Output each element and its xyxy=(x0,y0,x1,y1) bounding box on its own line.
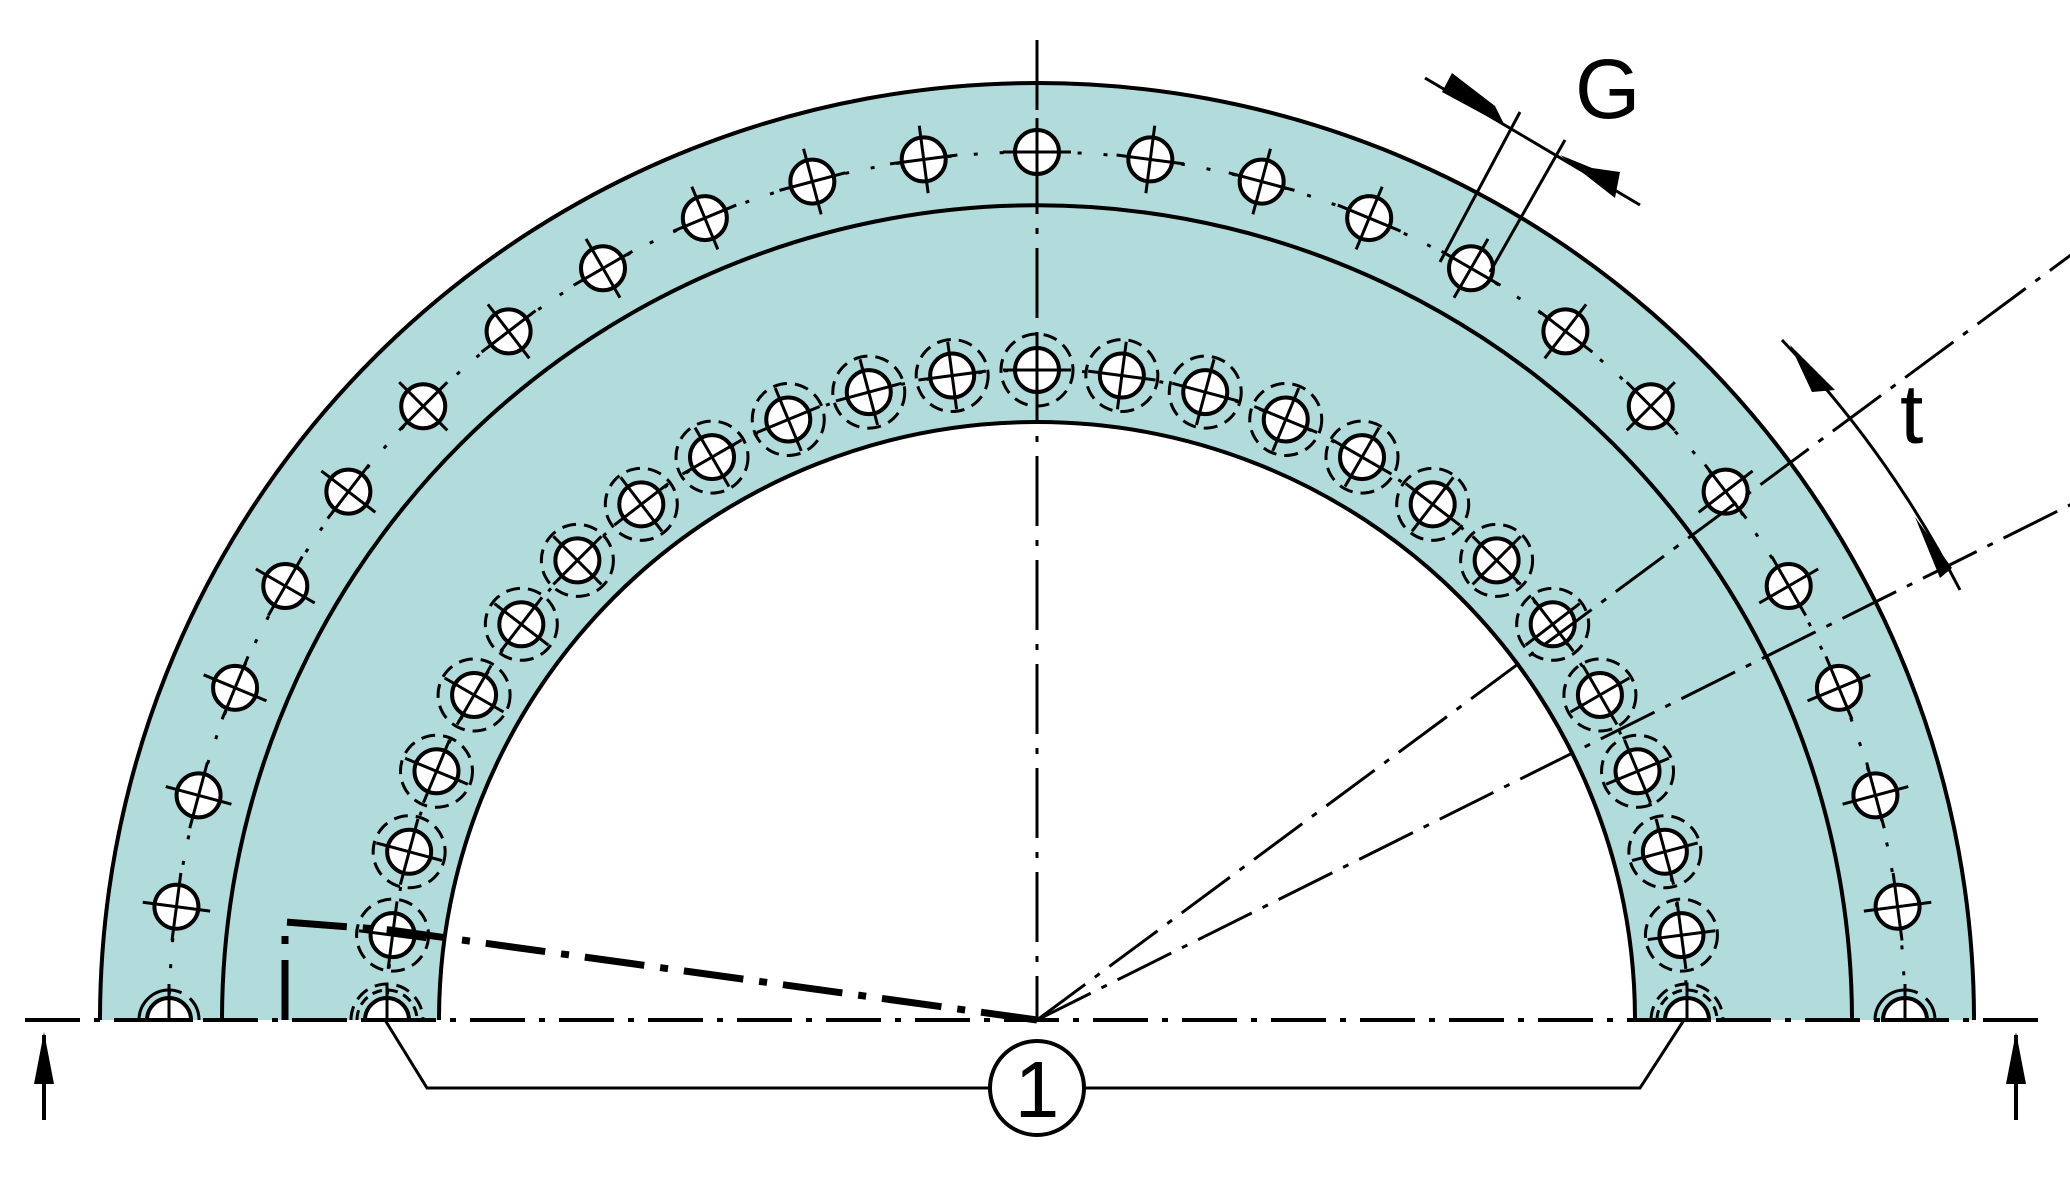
bolt-hole xyxy=(1758,555,1819,617)
callout-1: 1 xyxy=(988,1039,1086,1137)
bolt-hole xyxy=(1842,762,1909,829)
bolt-hole xyxy=(1600,733,1676,809)
bolt-hole xyxy=(203,655,268,720)
bolt-hole xyxy=(1806,655,1871,720)
bolt-hole xyxy=(1863,872,1932,941)
bolt-hole xyxy=(1562,657,1638,733)
bolt-hole xyxy=(603,466,679,542)
dimensions xyxy=(34,73,2026,1120)
bolt-hole xyxy=(480,303,537,360)
bolt-hole xyxy=(355,897,431,973)
bolt-hole xyxy=(1649,982,1725,1022)
bolt-hole xyxy=(672,186,737,251)
bolt-hole xyxy=(1643,897,1719,973)
bolt-hole xyxy=(398,381,449,432)
bolt-hole xyxy=(914,338,990,414)
centerlines xyxy=(25,40,2070,1024)
bolt-hole xyxy=(1395,466,1471,542)
bolt-hole xyxy=(539,522,615,598)
bolt-hole xyxy=(165,762,232,829)
bolt-hole xyxy=(572,238,634,299)
bolt-hole xyxy=(750,381,826,457)
bolt-hole xyxy=(779,148,846,215)
bolt-hole xyxy=(1324,419,1400,495)
bolt-hole xyxy=(1697,463,1754,520)
bolt-hole xyxy=(1537,303,1594,360)
bolt-hole xyxy=(1337,186,1402,251)
bolt-hole xyxy=(1459,522,1535,598)
bolt-hole xyxy=(349,982,425,1022)
outer-ring-holes xyxy=(137,118,1937,1022)
callout-1-label: 1 xyxy=(1015,1045,1060,1134)
bolt-hole xyxy=(831,354,907,430)
bolt-hole xyxy=(1228,148,1295,215)
bolt-hole xyxy=(1873,984,1937,1022)
bolt-hole xyxy=(1116,125,1185,194)
bolt-hole xyxy=(1248,381,1324,457)
bolt-hole xyxy=(1625,381,1676,432)
bolt-hole xyxy=(255,555,316,617)
bolt-hole xyxy=(137,984,201,1022)
bolt-hole xyxy=(483,586,559,662)
bolt-hole xyxy=(674,419,750,495)
bolt-hole xyxy=(436,657,512,733)
dimension-label-t: t xyxy=(1900,367,1923,461)
bolt-hole xyxy=(1167,354,1243,430)
bolt-hole xyxy=(889,125,958,194)
bolt-hole xyxy=(1084,338,1160,414)
bolt-hole xyxy=(1515,586,1591,662)
inner-ring-holes xyxy=(349,332,1725,1022)
bolt-hole xyxy=(142,872,211,941)
bolt-hole xyxy=(320,463,377,520)
dimension-label-G: G xyxy=(1575,42,1640,136)
bolt-hole xyxy=(398,733,474,809)
bolt-hole xyxy=(371,814,447,890)
bolt-hole xyxy=(1627,814,1703,890)
